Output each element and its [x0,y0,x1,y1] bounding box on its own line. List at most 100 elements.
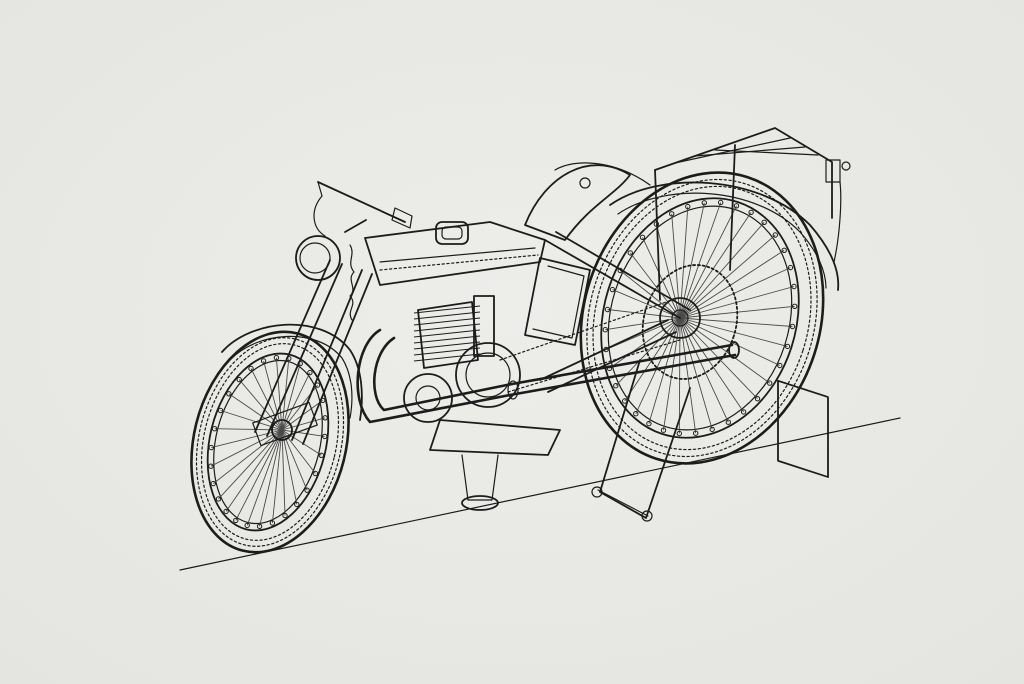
spoke-nipple [226,391,232,397]
spoke [210,429,283,467]
spoke-nipple [767,380,773,386]
spoke-nipple [211,426,218,432]
exhaust-header-edge [372,336,514,412]
spoke-nipple [792,303,798,309]
rear-sprocket [641,264,739,380]
spoke-nipple [602,327,608,333]
front-fender-inner [229,335,353,419]
exhaust-silencer-top [510,343,734,386]
spoke [271,429,283,524]
spoke-nipple [294,501,300,508]
spoke-nipple [791,283,797,290]
spoke [275,357,283,431]
spoke [281,363,301,431]
cylinder-fin [413,341,481,350]
spoke-nipple [639,234,646,241]
spoke [281,417,326,431]
front-stand [461,454,499,501]
spoke [679,317,780,366]
spoke [679,317,788,347]
rear-tire-tread [586,178,818,458]
stand-foot [597,489,649,517]
cylinder-fin [413,317,481,326]
spoke-nipple [248,365,254,372]
spoke-nipple [627,250,633,256]
stand-legs [599,359,691,519]
spoke [281,429,298,505]
rear-stand [591,359,691,522]
spoke [679,206,689,319]
saddle-rail [554,162,651,186]
spoke-nipple [269,520,276,526]
spoke-nipple [282,512,288,519]
rear-axle [671,309,689,327]
spoke [235,429,283,521]
seat-stay-upper [544,239,681,319]
spoke-nipple [318,452,325,458]
spoke-nipple [322,415,328,421]
fuel-tank [364,221,546,286]
spoke [246,429,283,526]
spoke [679,222,765,319]
ground-line [179,417,901,571]
cylinder-fin [413,323,481,332]
spoke [679,205,737,319]
number-plate [777,379,829,478]
spoke [281,429,325,437]
spoke-nipple [307,369,313,376]
spoke-nipple [613,383,619,389]
spoke-nipple [676,430,682,437]
drive-chain-top [499,299,673,361]
frame [364,162,691,393]
exhaust-silencer-bottom [508,353,737,397]
tool-box [524,257,591,346]
spoke-nipple [256,523,263,529]
tool-box-inner [532,265,585,339]
silencer-clamp [507,380,519,400]
stand-pivot [641,510,653,522]
spoke [679,234,776,319]
fork-leg-left [254,259,331,433]
saddle-bolt [579,177,591,189]
spoke-nipple [761,219,767,226]
spoke-nipple [646,420,652,427]
fork-spring [349,244,355,321]
cylinder-fin [413,305,481,314]
front-tire-tread [195,337,345,547]
spoke [612,289,681,319]
rack-strut-left [654,169,661,301]
spoke [211,429,283,449]
tank-belt [379,254,539,271]
spoke-nipple [208,463,214,469]
fork-bridge [252,401,318,447]
spoke-nipple [669,211,675,217]
cylinder-fin [413,353,481,362]
spoke-nipple [223,508,229,515]
exhaust-header [356,328,512,424]
cylinder-fins [413,305,481,362]
spoke-nipple [733,203,740,209]
spoke [238,379,283,431]
handlebar-grip [317,181,323,197]
spoke-nipple [781,247,787,254]
crankcase [455,342,521,408]
spoke-nipple [748,209,754,216]
spoke [663,317,681,431]
spoke-nipple [273,355,280,361]
spoke [213,429,283,484]
front-hub [271,419,293,441]
rear-spoke-nipples [602,199,798,437]
tank-seam [379,247,536,263]
spoke-nipple [709,426,715,433]
front-rim [206,352,330,532]
spoke-nipple [322,433,328,440]
crankcase-cover [465,352,511,398]
spoke-nipple [772,232,778,238]
stand-pivot [591,486,603,498]
spoke-nipple [777,362,783,369]
spoke-nipple [718,199,724,206]
spoke-nipple [609,286,616,293]
front-fender [221,323,363,421]
spoke [629,252,681,319]
